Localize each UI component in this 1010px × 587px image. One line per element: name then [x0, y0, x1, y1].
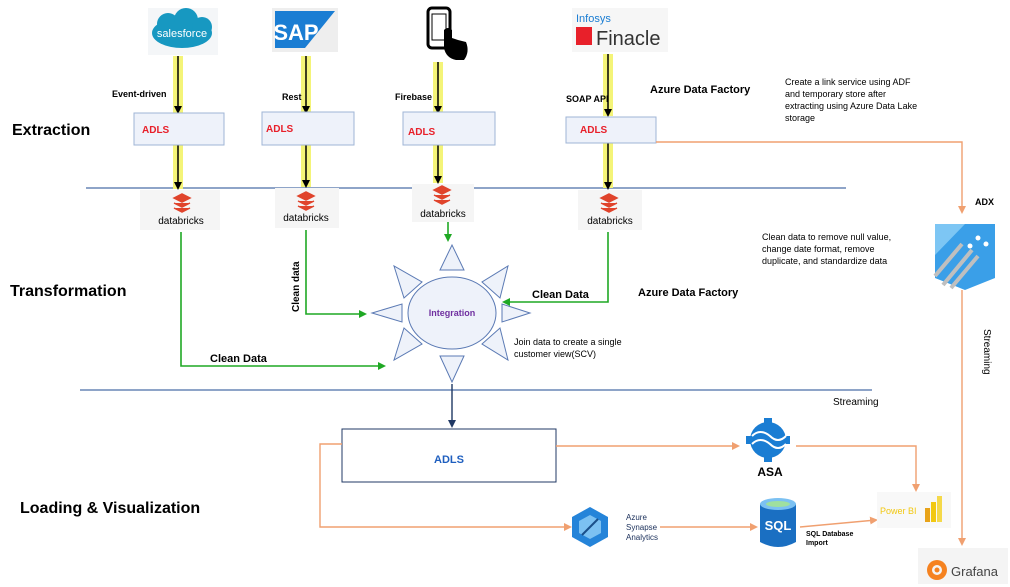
svg-text:Azure: Azure	[626, 513, 647, 522]
svg-text:duplicate, and standardize dat: duplicate, and standardize data	[762, 256, 887, 266]
finacle-logo: Infosys Finacle	[572, 8, 668, 52]
grafana-logo: Grafana	[918, 548, 1008, 584]
svg-text:salesforce: salesforce	[157, 28, 207, 40]
power-bi-logo: Power BI	[877, 492, 951, 528]
svg-text:Import: Import	[806, 540, 828, 547]
sql-database-icon: SQL	[760, 498, 796, 547]
extraction-connectors	[173, 54, 613, 190]
svg-text:Create a link service using AD: Create a link service using ADF	[785, 77, 911, 87]
mobile-touch-icon	[426, 6, 468, 60]
svg-text:Synapse: Synapse	[626, 523, 658, 532]
adls-box-4: ADLS	[565, 116, 657, 144]
svg-text:extracting using Azure Data La: extracting using Azure Data Lake	[785, 101, 917, 111]
svg-text:Grafana: Grafana	[951, 564, 999, 579]
svg-text:databricks: databricks	[587, 216, 633, 227]
svg-text:ADLS: ADLS	[580, 125, 608, 136]
clean-data-arrow-left	[305, 230, 367, 318]
adls-box-1: ADLS	[133, 112, 225, 146]
adls-to-adx-line	[656, 141, 966, 214]
svg-text:Finacle: Finacle	[596, 28, 660, 50]
label-firebase: Firebase	[395, 92, 432, 102]
databricks-logo-3: databricks	[412, 184, 474, 222]
clean-data-right-label: Clean Data	[532, 289, 590, 301]
note-link-service: Create a link service using ADF and temp…	[785, 77, 917, 123]
svg-text:Power BI: Power BI	[880, 506, 917, 516]
adls-box-2: ADLS	[261, 111, 355, 146]
adls-to-synapse-line	[319, 443, 572, 531]
synapse-icon: Azure Synapse Analytics	[572, 507, 658, 547]
streaming-vertical-label: Streaming	[981, 329, 992, 375]
svg-text:SQL Database: SQL Database	[806, 531, 853, 538]
label-soap-api: SOAP API	[566, 94, 609, 104]
adls-box-loading: ADLS	[341, 428, 557, 483]
svg-text:ADLS: ADLS	[434, 454, 464, 466]
svg-text:change date format, remove: change date format, remove	[762, 244, 875, 254]
clean-data-bottom-label: Clean Data	[210, 353, 268, 365]
section-extraction: Extraction	[12, 122, 90, 139]
adx-icon	[933, 224, 995, 290]
note-clean-data: Clean data to remove null value, change …	[762, 232, 891, 266]
svg-text:ADLS: ADLS	[408, 127, 436, 138]
adf-label-mid: Azure Data Factory	[638, 287, 739, 299]
adf-label-top: Azure Data Factory	[650, 84, 751, 96]
sql-to-powerbi-line	[799, 516, 878, 528]
svg-text:Analytics: Analytics	[626, 533, 658, 542]
sap-logo: SAP	[272, 8, 338, 52]
svg-text:ASA: ASA	[757, 465, 783, 479]
svg-text:customer view(SCV): customer view(SCV)	[514, 349, 596, 359]
databricks-logo-1: databricks	[140, 190, 220, 230]
databricks-logo-4: databricks	[578, 190, 642, 230]
svg-text:Clean data to remove null valu: Clean data to remove null value,	[762, 232, 891, 242]
streaming-label: Streaming	[833, 397, 879, 408]
salesforce-logo: salesforce	[148, 8, 218, 55]
adls-box-3: ADLS	[402, 111, 496, 146]
adx-label: ADX	[975, 197, 994, 207]
svg-text:SAP: SAP	[273, 20, 318, 45]
svg-text:and temporary store after: and temporary store after	[785, 89, 886, 99]
svg-text:storage: storage	[785, 113, 815, 123]
section-transformation: Transformation	[10, 283, 126, 300]
clean-data-vertical-label: Clean data	[291, 261, 302, 312]
svg-text:databricks: databricks	[158, 216, 204, 227]
svg-text:Infosys: Infosys	[576, 13, 611, 25]
integration-hub	[370, 243, 532, 384]
sql-import-label: SQL Database Import	[806, 531, 853, 547]
integration-label: Integration	[429, 308, 476, 318]
svg-text:SQL: SQL	[765, 518, 792, 533]
svg-text:Join data to create a single: Join data to create a single	[514, 337, 622, 347]
note-join: Join data to create a single customer vi…	[514, 337, 622, 359]
section-loading: Loading & Visualization	[20, 500, 200, 517]
asa-icon: ASA	[746, 418, 790, 479]
label-rest: Rest	[282, 92, 302, 102]
label-event-driven: Event-driven	[112, 89, 167, 99]
clean-data-arrow-bottom	[180, 232, 386, 370]
databricks-logo-2: databricks	[275, 188, 339, 228]
clean-data-arrow-right	[502, 232, 609, 306]
svg-text:databricks: databricks	[420, 209, 466, 220]
asa-to-powerbi-line	[796, 445, 920, 492]
svg-text:ADLS: ADLS	[142, 125, 170, 136]
svg-text:databricks: databricks	[283, 213, 329, 224]
svg-text:ADLS: ADLS	[266, 124, 294, 135]
